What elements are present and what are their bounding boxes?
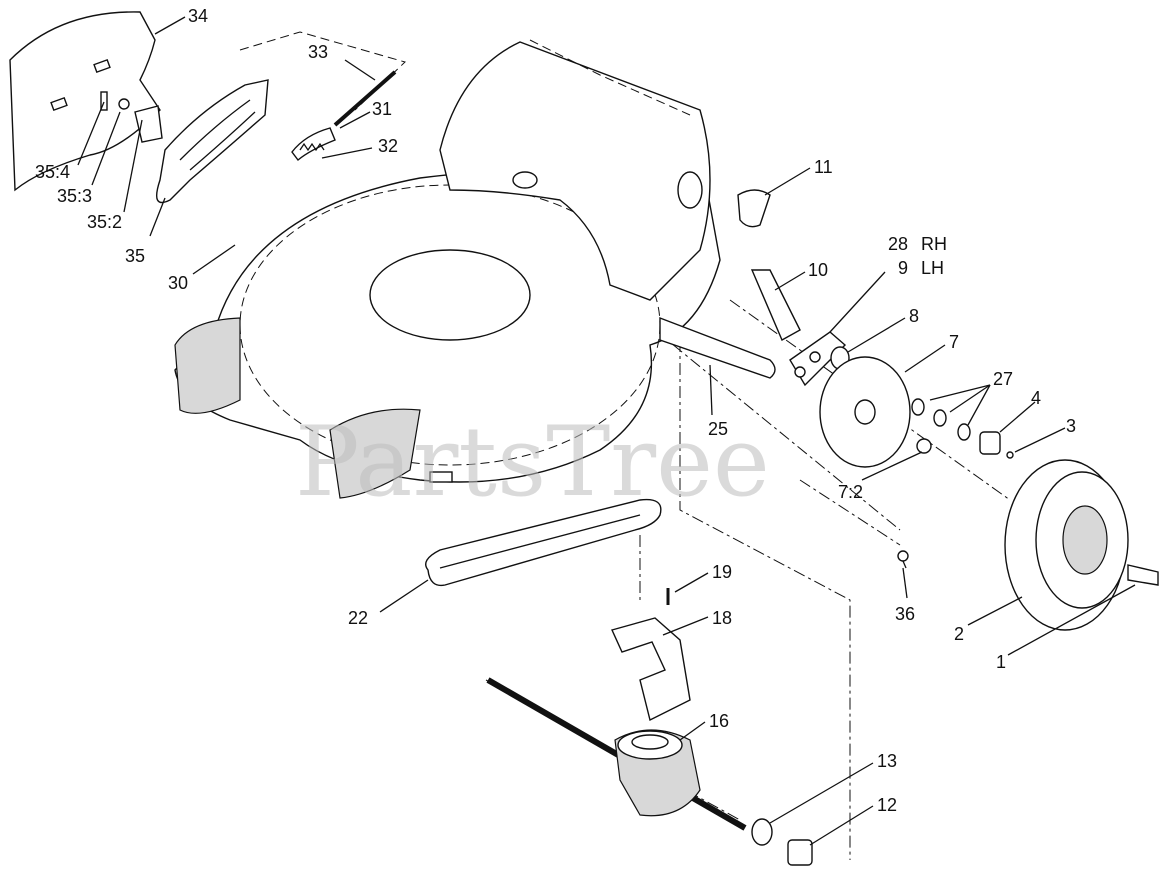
rod-and-spring xyxy=(291,70,397,162)
callout-35: 35 xyxy=(125,246,145,266)
axle-tube xyxy=(659,316,776,379)
callout-16: 16 xyxy=(709,711,729,731)
handle-housing xyxy=(439,39,711,301)
callout-4: 4 xyxy=(1031,388,1041,408)
callout-7-2: 7:2 xyxy=(838,482,863,502)
watermark: PartsTree xyxy=(295,406,770,518)
height-adjuster-lever xyxy=(737,189,801,341)
callout-22: 22 xyxy=(348,608,368,628)
callout-18: 18 xyxy=(712,608,732,628)
callout-25: 25 xyxy=(708,419,728,439)
callout-9: 9 xyxy=(898,258,908,278)
callout-28-side: RH xyxy=(921,234,947,254)
rear-wheel xyxy=(1004,459,1159,631)
callout-13: 13 xyxy=(877,751,897,771)
callout-2: 2 xyxy=(954,624,964,644)
callout-7: 7 xyxy=(949,332,959,352)
height-adjust-plate xyxy=(789,331,847,387)
callout-34: 34 xyxy=(188,6,208,26)
wheel-adapter xyxy=(819,356,911,468)
axle-hardware xyxy=(911,398,1014,459)
callout-27: 27 xyxy=(993,369,1013,389)
callout-12: 12 xyxy=(877,795,897,815)
callout-28: 28 xyxy=(888,234,908,254)
leader-lines xyxy=(77,16,1136,846)
callout-19: 19 xyxy=(712,562,732,582)
callout-3: 3 xyxy=(1066,416,1076,436)
screw-36 xyxy=(897,550,909,569)
callout-32: 32 xyxy=(378,136,398,156)
drive-belt xyxy=(425,498,662,587)
rear-door xyxy=(156,79,269,204)
bushing-and-pinion xyxy=(751,818,813,866)
transmission xyxy=(486,677,747,831)
callout-1: 1 xyxy=(996,652,1006,672)
callout-9-side: LH xyxy=(921,258,944,278)
callout-33: 33 xyxy=(308,42,328,62)
callout-35-3: 35:3 xyxy=(57,186,92,206)
grass-deflector xyxy=(9,11,161,192)
callout-35-2: 35:2 xyxy=(87,212,122,232)
callout-31: 31 xyxy=(372,99,392,119)
callout-10: 10 xyxy=(808,260,828,280)
callout-36: 36 xyxy=(895,604,915,624)
callout-30: 30 xyxy=(168,273,188,293)
belt-guide-bracket xyxy=(611,588,691,722)
callout-labels: 34 33 31 32 35:4 35:3 35:2 35 30 11 28 R… xyxy=(35,6,1076,815)
callout-11: 11 xyxy=(814,157,833,177)
callout-8: 8 xyxy=(909,306,919,326)
callout-35-4: 35:4 xyxy=(35,162,70,182)
